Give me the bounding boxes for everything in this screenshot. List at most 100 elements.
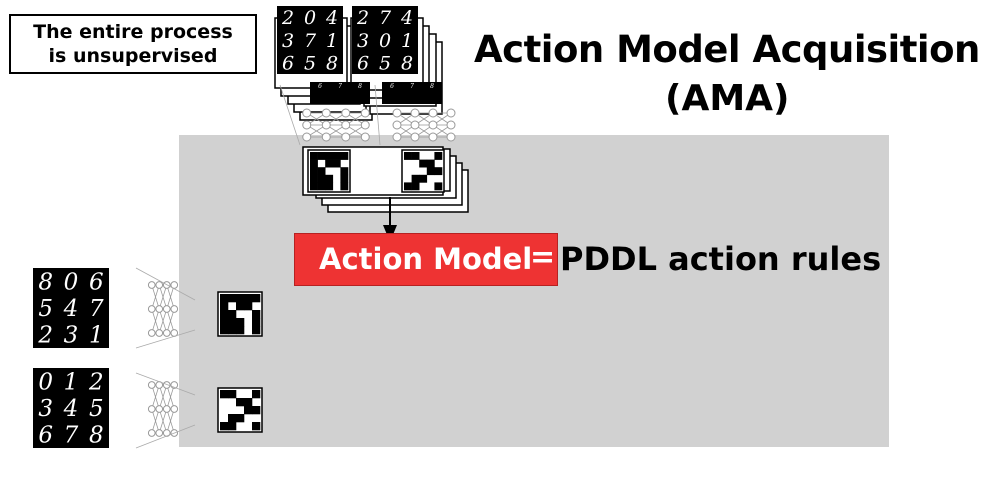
network-node [302, 120, 312, 130]
action-model-label: Action Model [319, 242, 533, 276]
network-node [360, 120, 370, 130]
icon-pixel [252, 294, 261, 303]
action-model-box [294, 233, 558, 286]
digit-grid-background [352, 6, 418, 74]
network-node [147, 329, 156, 337]
note-line-2: is unsupervised [48, 45, 218, 67]
digit-glyph: 2 [281, 7, 294, 29]
icon-pixel [411, 152, 420, 160]
network-node [392, 132, 402, 142]
connector-line [374, 84, 381, 146]
digit-glyph: 0 [379, 30, 391, 52]
digit-glyph: 8 [326, 52, 338, 74]
network-node [392, 108, 402, 118]
digit-grid-background [33, 268, 109, 348]
pddl-action-rules-label: PDDL action rules [560, 240, 882, 278]
digit-glyph: 6 [390, 83, 394, 90]
digit-glyph: 1 [326, 30, 338, 52]
network-node [321, 120, 331, 130]
network-node [162, 305, 171, 313]
network-edge [166, 308, 175, 334]
digit-glyph: 2 [37, 323, 53, 349]
network-node [147, 405, 156, 413]
digit-glyph: 8 [89, 423, 104, 449]
network-edge [151, 408, 160, 434]
network-node [170, 305, 179, 313]
icon-pixel [310, 174, 318, 183]
encoder-network-left-bottom [147, 381, 179, 437]
digit-glyph: 4 [325, 7, 338, 29]
digit-glyph: 0 [64, 269, 79, 295]
diagram-subtitle: (AMA) [665, 78, 790, 119]
icon-pixel [340, 174, 349, 183]
latent-state-icon-before [307, 149, 351, 193]
connector-line [135, 267, 196, 301]
digit-glyph: 3 [357, 30, 369, 52]
network-node [302, 132, 312, 142]
digit-glyph: 8 [38, 269, 53, 295]
icon-pixel [317, 167, 326, 176]
icon-pixel [228, 422, 237, 431]
encoder-network-left [302, 108, 370, 142]
network-node [341, 120, 351, 130]
digit-glyph: 4 [400, 7, 413, 29]
equals-sign: = [530, 240, 556, 275]
icon-pixel [252, 422, 261, 431]
icon-pixel [252, 406, 261, 415]
icon-pixel [426, 159, 435, 168]
digit-glyph: 5 [379, 52, 391, 74]
icon-pixel [310, 167, 318, 176]
digit-glyph: 3 [282, 30, 294, 52]
digit-glyph: 7 [338, 83, 342, 90]
icon-pixel [411, 182, 420, 191]
icon-pixel [228, 326, 237, 335]
icon-pixel [220, 310, 229, 319]
network-node [155, 405, 164, 413]
icon-pixel [310, 159, 318, 168]
icon-pixel [332, 159, 341, 168]
network-node [155, 329, 164, 337]
network-edge [158, 408, 168, 434]
icon-pixel [228, 390, 237, 399]
network-node [147, 281, 156, 289]
network-node [162, 381, 171, 389]
network-node [341, 132, 351, 142]
note-line-1: The entire process [33, 21, 233, 43]
icon-pixel [236, 414, 245, 423]
unsupervised-note-box: The entire process is unsupervised [9, 14, 257, 74]
icon-pixel [317, 182, 326, 191]
digit-glyph: 3 [64, 323, 79, 349]
icon-pixel [228, 294, 237, 303]
icon-pixel [404, 182, 412, 191]
digit-glyph: 6 [38, 423, 53, 449]
latent-state-icon-left-bottom [217, 387, 263, 433]
icon-pixel [419, 174, 428, 183]
digit-glyph: 2 [88, 369, 104, 395]
icon-pixel [434, 152, 443, 160]
icon-pixel [220, 390, 229, 399]
network-edge [151, 308, 160, 334]
icon-pixel [340, 152, 349, 160]
icon-pixel [244, 294, 253, 303]
network-node [147, 381, 156, 389]
icon-pixel [332, 152, 341, 160]
digit-glyph: 7 [64, 423, 79, 449]
icon-pixel [317, 152, 326, 160]
digit-glyph: 7 [410, 83, 414, 90]
icon-pixel [220, 318, 229, 327]
digit-glyph: 4 [63, 396, 79, 422]
icon-pixel [310, 182, 318, 191]
digit-glyph: 6 [89, 269, 104, 295]
digit-glyph: 7 [304, 30, 317, 52]
icon-pixel [228, 310, 237, 319]
network-node [428, 108, 438, 118]
digit-grid-background [277, 6, 343, 74]
encoder-network-right [392, 108, 456, 142]
icon-pixel [236, 398, 245, 407]
network-node [446, 132, 456, 142]
digit-glyph: 8 [401, 52, 413, 74]
network-node [155, 429, 164, 437]
digit-grid-background [310, 82, 370, 104]
